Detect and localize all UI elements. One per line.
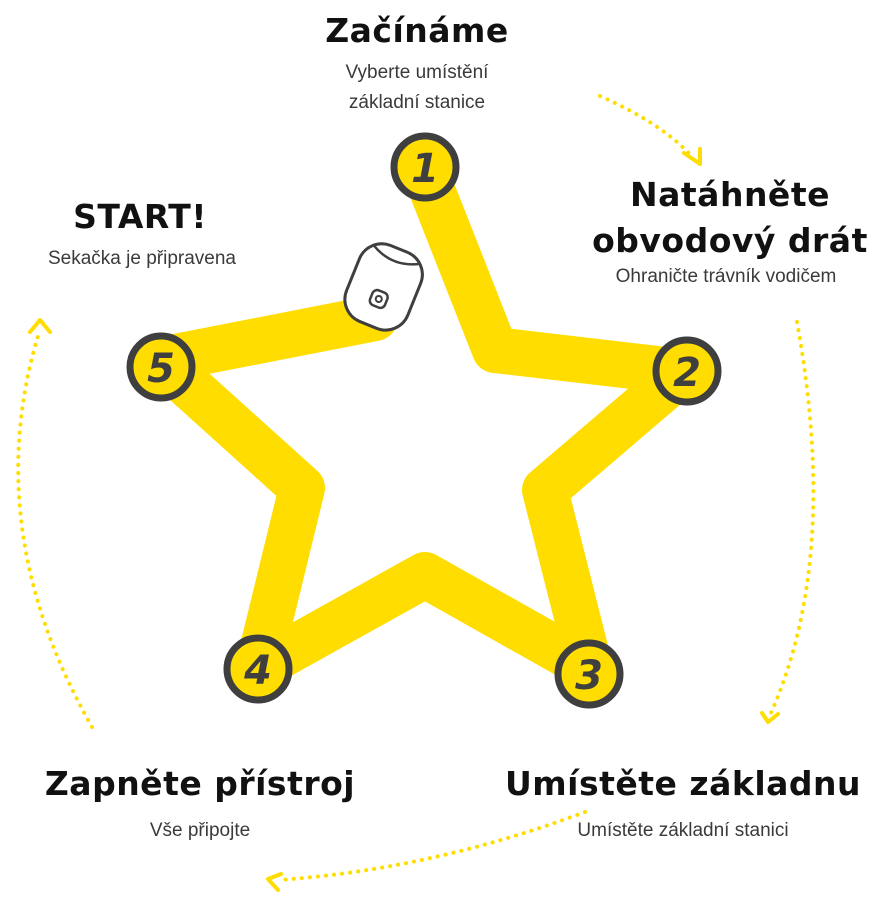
badge-1-number: 1 [411,146,439,192]
arrow-head-3 [266,872,283,892]
step-3-title: Umístěte základnu [504,764,862,803]
arrow-head-4 [28,318,52,334]
step-4-title: Zapněte přístroj [44,764,356,803]
step-2-subtitle: Ohraničte trávník vodičem [615,266,837,287]
step-2-title: Natáhněte [630,175,830,214]
robot-mower-icon [343,242,424,332]
badge-4-number: 4 [243,648,272,694]
step-1-title: Začínáme [325,11,509,50]
arrow-head-2 [760,711,780,724]
arrow-1-to-2 [598,94,695,160]
badge-1: 1 [390,132,460,202]
step-1-subtitle-line2: základní stanice [348,92,486,113]
badge-5: 5 [126,332,196,402]
arrow-4-to-5 [16,334,94,729]
star-path [137,149,706,691]
badge-2: 2 [652,336,722,406]
badge-4: 4 [223,634,293,704]
step-1-subtitle: Vyberte umístění [345,62,489,83]
badge-3: 3 [554,639,624,709]
badge-2-number: 2 [673,350,701,396]
step-5-title: START! [73,197,207,236]
arrow-head-1 [682,147,702,166]
arrow-2-to-3 [768,320,816,717]
badge-5-number: 5 [147,346,175,392]
badge-3-number: 3 [575,653,603,699]
step-4-subtitle: Vše připojte [149,820,251,841]
arrow-3-to-4 [276,810,587,882]
step-5-subtitle: Sekačka je připravena [48,248,236,269]
step-2-title-line2: obvodový drát [592,221,868,260]
step-3-subtitle: Umístěte základní stanici [577,820,789,841]
